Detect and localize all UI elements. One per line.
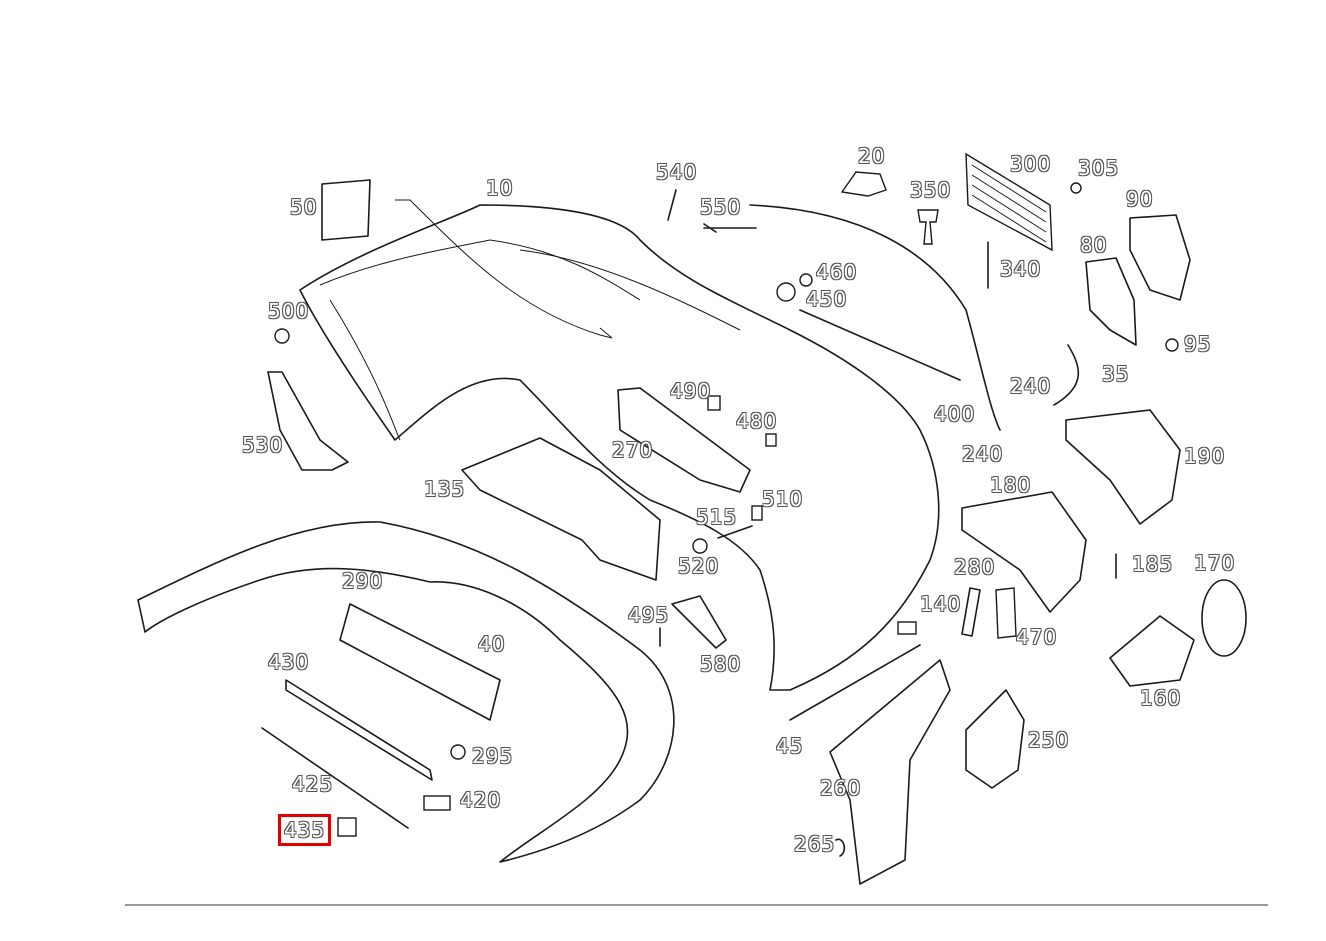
part-510-bracket [751,505,763,521]
callout-530: 530 [242,433,284,457]
part-530-bracket [267,371,349,471]
callout-20: 20 [858,144,886,168]
part-10-arrow [395,199,613,339]
part-490-clip [707,395,721,411]
part-240-trim [749,204,1001,431]
callout-170: 170 [1194,551,1236,575]
callout-140: 140 [920,592,962,616]
callout-495: 495 [628,603,670,627]
callout-435-highlighted: 435 [277,814,332,846]
callout-300: 300 [1010,152,1052,176]
part-260-bracket [829,659,951,885]
part-550-pin [703,223,757,233]
callout-580: 580 [700,652,742,676]
part-290-grille [339,603,501,721]
callout-295: 295 [472,744,514,768]
part-435-clip [337,817,357,837]
part-140-clip [897,621,917,635]
callout-190: 190 [1184,444,1226,468]
part-500-screw [274,328,290,344]
callout-550: 550 [700,195,742,219]
part-450-grommet [776,282,796,302]
callout-240-lower: 240 [962,442,1004,466]
part-190-bracket [1065,409,1181,525]
part-400-lip [799,309,961,381]
part-520-nut [692,538,708,554]
callout-450: 450 [806,287,848,311]
part-50-vent [321,179,371,241]
callout-80: 80 [1080,233,1108,257]
part-90-cover [1129,214,1191,301]
callout-250: 250 [1028,728,1070,752]
part-250-bracket [965,689,1025,789]
part-460-grommet [799,273,813,287]
part-540-clip [667,189,677,221]
callout-540: 540 [656,160,698,184]
part-480-clip [765,433,777,447]
part-420-sensor [423,795,451,811]
callout-340: 340 [1000,257,1042,281]
callout-420: 420 [460,788,502,812]
callout-520: 520 [678,554,720,578]
part-470-plate [995,587,1017,639]
callout-10: 10 [486,176,514,200]
callout-90: 90 [1126,187,1154,211]
part-45-strip [789,644,921,721]
part-295-clip [450,744,466,760]
callout-160: 160 [1140,686,1182,710]
callout-185: 185 [1132,552,1174,576]
part-80-bracket [1085,257,1137,346]
callout-240-upper: 240 [1010,374,1052,398]
part-300-panel [965,152,1053,252]
part-180-bracket [961,491,1087,613]
callout-425: 425 [292,772,334,796]
callout-305: 305 [1078,156,1120,180]
part-95-nut [1165,338,1179,352]
part-280-strip [961,587,981,637]
callout-400: 400 [934,402,976,426]
part-160-exhaust [1109,615,1195,687]
part-35-strip [1053,344,1080,406]
part-265-clip [835,838,846,857]
part-20-cap [840,171,887,197]
callout-470: 470 [1016,625,1058,649]
callout-490: 490 [670,379,712,403]
callout-280: 280 [954,555,996,579]
callout-510: 510 [762,487,804,511]
callout-290: 290 [342,569,384,593]
bottom-rule [125,904,1268,906]
callout-45: 45 [776,734,804,758]
callout-95: 95 [1184,332,1212,356]
callout-50: 50 [290,195,318,219]
callout-480: 480 [736,409,778,433]
callout-135: 135 [424,477,466,501]
part-300-texture [971,164,1047,243]
callout-350: 350 [910,178,952,202]
part-10-rear-panel [299,204,940,691]
callout-460: 460 [816,260,858,284]
callout-40: 40 [478,632,506,656]
callout-260: 260 [820,776,862,800]
part-515-screw [717,525,753,539]
callout-430: 430 [268,650,310,674]
part-580-bracket [671,595,727,649]
callout-35: 35 [1102,362,1130,386]
part-135-frame [461,437,661,581]
part-40-lower-bumper [137,521,675,863]
part-430-trim [285,679,433,781]
part-350-clip [917,209,939,245]
part-425-strip [261,727,409,829]
part-270-beam [617,387,751,493]
part-305-screw [1070,182,1082,194]
callout-270: 270 [612,438,654,462]
callout-180: 180 [990,473,1032,497]
callout-265: 265 [794,832,836,856]
part-10-inner-line [319,239,641,301]
part-10-trim [329,249,741,441]
callout-515: 515 [696,505,738,529]
callout-500: 500 [268,299,310,323]
part-170-ring [1201,579,1247,657]
